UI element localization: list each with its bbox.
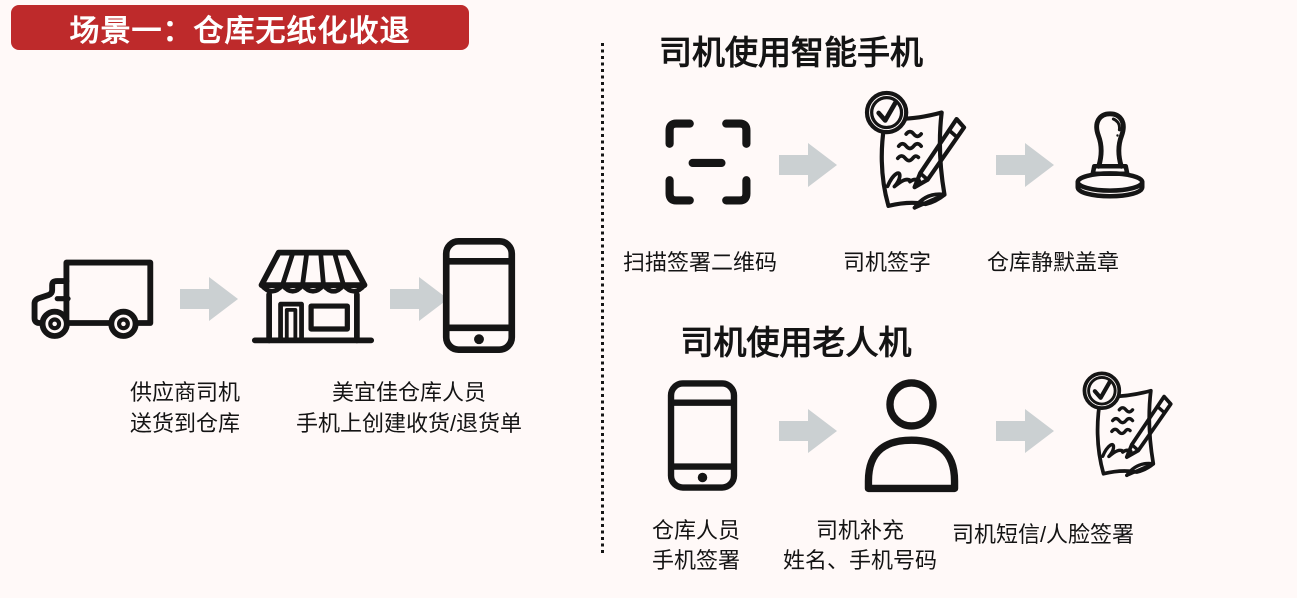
arrow-right-icon (779, 140, 839, 190)
arrow-right-icon (996, 406, 1056, 456)
feature-phone-flow-title: 司机使用老人机 (680, 324, 912, 361)
label-line: 供应商司机 (129, 380, 240, 405)
label-line: 司机短信/人脸签署 (951, 522, 1135, 547)
feature-phone-flow-label-driver-info: 司机补充 姓名、手机号码 (750, 516, 970, 576)
store-icon (251, 246, 375, 348)
feature-phone-flow-label-sms-face-sign: 司机短信/人脸签署 (923, 519, 1163, 550)
label-line: 司机补充 (815, 518, 904, 543)
person-icon (859, 376, 964, 498)
smartphone-flow-label-sign: 司机签字 (787, 247, 987, 278)
signed-document-icon (853, 87, 979, 223)
label-line: 送货到仓库 (129, 411, 240, 436)
smartphone-icon (441, 235, 517, 356)
smartphone-flow-label-scan: 扫描签署二维码 (600, 247, 800, 278)
scenario-banner-label: 场景一：仓库无纸化收退 (69, 14, 411, 48)
feature-phone-flow-label-staff-sign: 仓库人员 手机签署 (596, 516, 796, 576)
left-flow-label-driver: 供应商司机 送货到仓库 (85, 377, 285, 439)
stamp-icon (1068, 99, 1152, 211)
section-divider (601, 43, 604, 553)
label-line: 美宜佳仓库人员 (331, 380, 486, 405)
left-flow-label-warehouse-staff: 美宜佳仓库人员 手机上创建收货/退货单 (269, 377, 549, 439)
scenario-banner: 场景一：仓库无纸化收退 (11, 5, 469, 50)
arrow-right-icon (996, 140, 1056, 190)
truck-icon (27, 252, 157, 342)
signed-document-icon (1072, 368, 1184, 489)
label-line: 扫描签署二维码 (622, 250, 777, 275)
label-line: 司机签字 (842, 250, 931, 275)
label-line: 手机签署 (651, 548, 740, 573)
label-line: 手机上创建收货/退货单 (295, 411, 523, 436)
arrow-right-icon (180, 274, 240, 324)
arrow-right-icon (779, 406, 839, 456)
smartphone-icon (666, 377, 739, 494)
label-line: 姓名、手机号码 (782, 548, 937, 573)
label-line: 仓库人员 (651, 518, 740, 543)
label-line: 仓库静默盖章 (986, 250, 1119, 275)
smartphone-flow-title: 司机使用智能手机 (659, 34, 923, 71)
scan-frame-icon (660, 113, 756, 211)
smartphone-flow-label-stamp: 仓库静默盖章 (953, 247, 1153, 278)
